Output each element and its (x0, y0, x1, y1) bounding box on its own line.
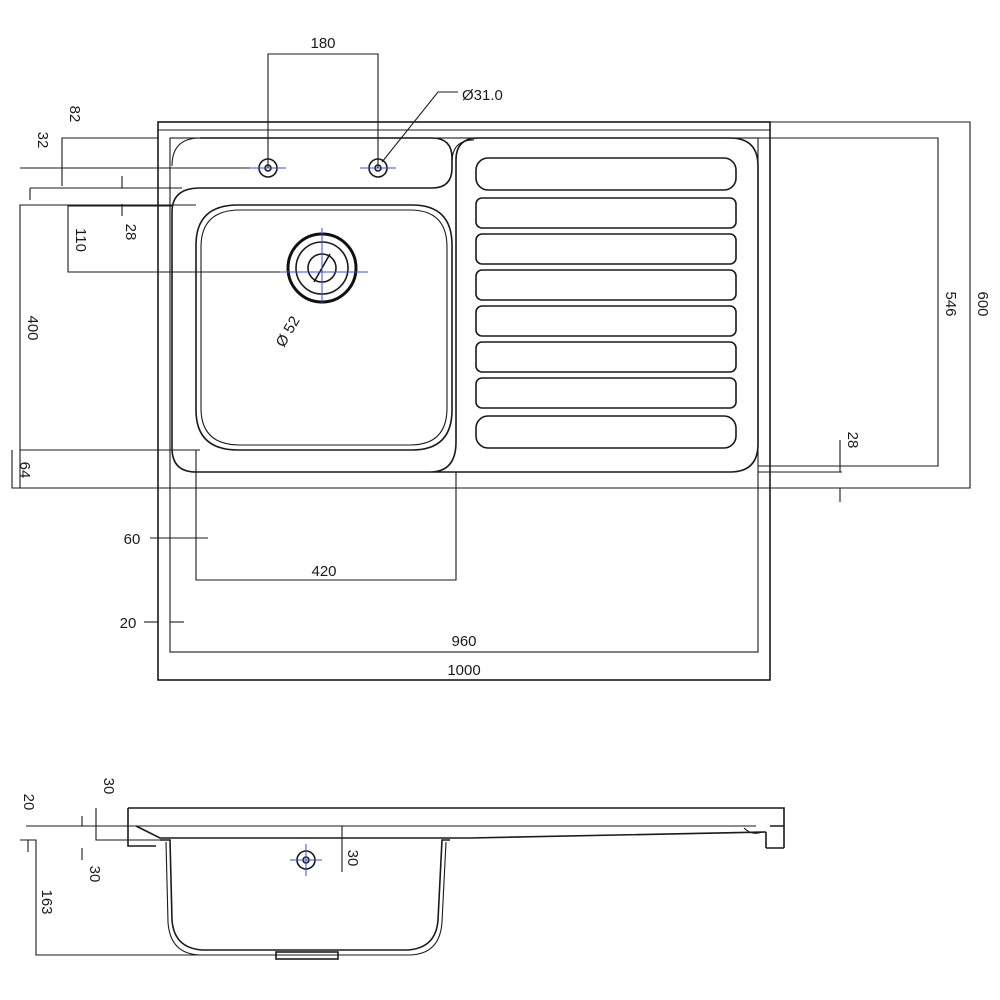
dim-28-right: 28 (844, 432, 861, 449)
dim-side-30-top: 30 (100, 778, 117, 795)
dim-side-20: 20 (20, 794, 37, 811)
dim-bowl-depth: 163 (38, 889, 55, 914)
bowl-outline (195, 204, 453, 451)
dim-drain-diameter: Ø 52 (273, 313, 304, 350)
dim-546: 546 (942, 291, 959, 316)
inner-rim (169, 137, 759, 653)
side-bowl-outline (160, 839, 450, 951)
dim-20: 20 (120, 615, 137, 632)
dim-side-30-bottom: 30 (86, 866, 103, 883)
dim-tap-hole-diameter: Ø31.0 (462, 87, 503, 104)
dim-110: 110 (72, 228, 89, 252)
drainer-ribs (475, 157, 737, 449)
dim-tap-spacing: 180 (310, 35, 335, 52)
outer-outline (157, 121, 771, 681)
side-view: 30 20 30 30 163 (20, 778, 785, 960)
dim-bowl-width: 420 (311, 563, 336, 580)
dim-inner-width: 960 (451, 633, 476, 650)
dim-400: 400 (24, 315, 41, 340)
side-tap-hole (290, 844, 322, 876)
dim-32: 32 (34, 132, 51, 149)
deck-outline (171, 137, 759, 473)
drain-outlet (280, 228, 368, 304)
dim-82: 82 (66, 106, 83, 123)
dim-64: 64 (16, 462, 33, 479)
dim-600: 600 (974, 291, 991, 316)
dim-60: 60 (124, 531, 141, 548)
top-view: 180 Ø31.0 82 32 28 110 400 64 Ø 52 546 6… (11, 35, 991, 681)
dim-28-left: 28 (122, 224, 139, 241)
dim-side-30-mid: 30 (344, 850, 361, 867)
side-deck-outline (128, 807, 785, 827)
dim-overall-width: 1000 (447, 662, 480, 679)
